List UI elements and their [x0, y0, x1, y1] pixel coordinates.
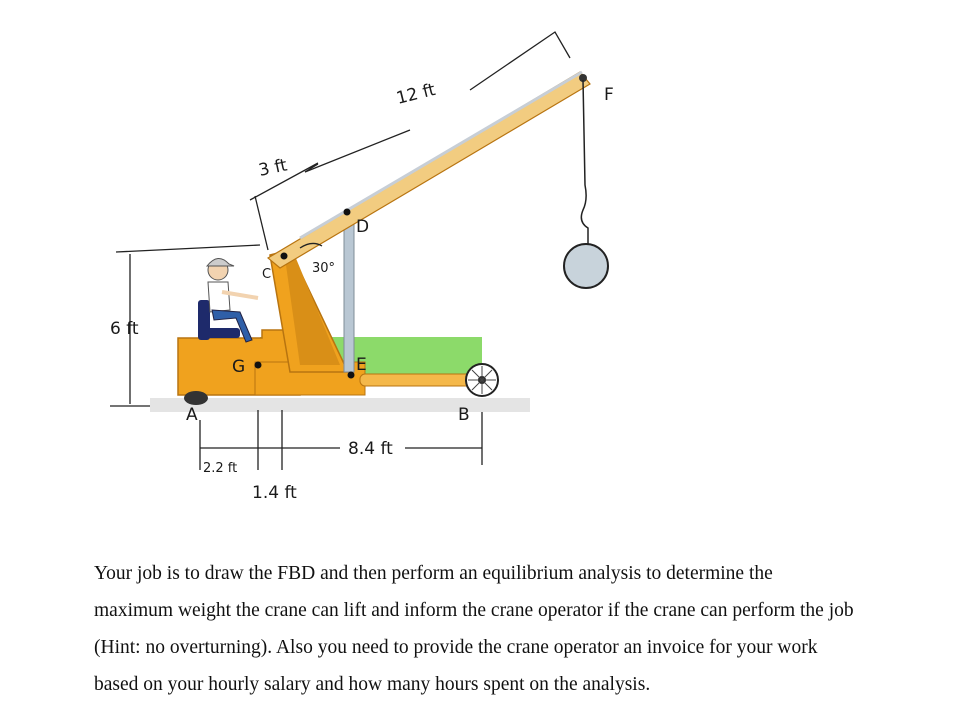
label-30deg: 30° [312, 261, 335, 276]
problem-statement: Your job is to draw the FBD and then per… [94, 555, 934, 703]
mast-shade [285, 256, 340, 365]
operator-cap [205, 258, 235, 267]
base-arm [359, 373, 481, 387]
wheel-a [184, 391, 208, 405]
label-8-4ft: 8.4 ft [348, 439, 393, 459]
point-e-dot [347, 371, 355, 379]
boom-pipe [299, 70, 583, 240]
label-d: D [356, 217, 369, 237]
operator-seat-base [200, 328, 240, 338]
label-c: C [262, 267, 271, 282]
operator-body [207, 281, 231, 313]
label-b: B [458, 405, 470, 425]
boom-tip-pin [579, 74, 587, 82]
operator-legs [211, 309, 253, 343]
label-a: A [186, 405, 198, 425]
label-1-4ft: 1.4 ft [252, 483, 297, 503]
wrecking-ball [563, 243, 609, 289]
problem-line-3: (Hint: no overturning). Also you need to… [94, 637, 818, 658]
point-c-dot [280, 252, 288, 260]
label-12ft: 12 ft [394, 80, 437, 109]
problem-line-4: based on your hourly salary and how many… [94, 674, 651, 695]
operator-arm [221, 290, 259, 300]
dimension-lines [110, 31, 571, 470]
label-g: G [232, 357, 245, 377]
hydraulic-cylinder [343, 211, 355, 373]
point-g-dot [254, 361, 262, 369]
label-6ft: 6 ft [110, 319, 139, 339]
cable [580, 79, 589, 245]
crane-diagram: 12 ft 3 ft 30° 6 ft 2.2 ft 1.4 ft 8.4 ft… [110, 31, 614, 503]
label-2-2ft: 2.2 ft [203, 461, 237, 476]
problem-line-1: Your job is to draw the FBD and then per… [94, 563, 773, 584]
point-d-dot [343, 208, 351, 216]
wheel-b-spokes [468, 366, 496, 394]
ground [150, 398, 530, 412]
label-f: F [604, 85, 614, 105]
problem-line-2: maximum weight the crane can lift and in… [94, 600, 854, 621]
label-3ft: 3 ft [257, 155, 289, 181]
label-e: E [356, 355, 367, 375]
